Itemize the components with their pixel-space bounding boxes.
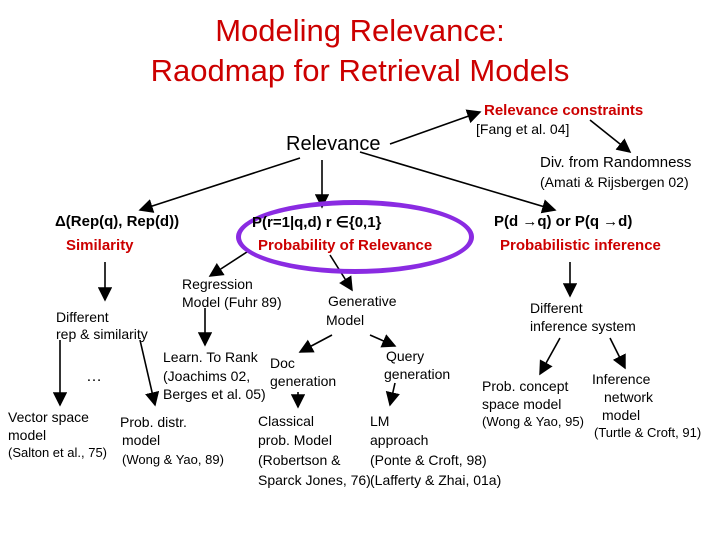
similarity-formula: Δ(Rep(q), Rep(d)) [55, 213, 180, 230]
generative-line1: Generative [328, 293, 397, 309]
arrow-probability-regression [208, 249, 251, 277]
arrow-constraints-divergence [589, 119, 632, 153]
regression-cite: (Fuhr 89) [224, 294, 282, 310]
inference-label: Probabilistic inference [500, 237, 661, 254]
probability-label: Probability of Relevance [258, 237, 433, 254]
inference-network-line1: Inference [592, 371, 651, 387]
probability-formula: P(r=1|q,d) r ∈{0,1} [252, 214, 382, 231]
vector-space-line1: Vector space [8, 409, 89, 425]
classical-line1: Classical [258, 413, 315, 429]
ellipsis: … [86, 368, 102, 385]
different-rep-line2: rep & similarity [56, 326, 148, 342]
arrow-generative-query [369, 334, 397, 348]
doc-gen-line1: Doc [270, 355, 295, 371]
title-line-2: Raodmap for Retrieval Models [150, 53, 570, 88]
prob-distr-line2: model [122, 432, 161, 448]
highlight-ellipse [236, 200, 474, 274]
different-inference-line1: Different [530, 300, 583, 316]
learn-rank-cite1: (Joachims 02, [163, 368, 251, 384]
title-line-1: Modeling Relevance: [215, 13, 505, 48]
query-gen-line2: generation [384, 366, 451, 382]
inference-network-cite: (Turtle & Croft, 91) [594, 425, 702, 440]
vector-space-cite: (Salton et al., 75) [8, 445, 107, 460]
prob-distr-line1: Prob. distr. [120, 414, 187, 430]
prob-distr-cite: (Wong & Yao, 89) [122, 452, 224, 467]
regression-line1: Regression [182, 276, 253, 292]
query-gen-line1: Query [386, 348, 425, 364]
arrow-root-constraints [389, 109, 482, 145]
arrow-query-lm [385, 382, 400, 407]
arrow-different-probdistr [139, 339, 160, 407]
divergence-cite: (Amati & Rijsbergen 02) [540, 174, 689, 190]
constraints-cite: [Fang et al. 04] [476, 121, 570, 137]
arrow-root-similarity [138, 157, 301, 213]
lm-cite1: (Ponte & Croft, 98) [370, 452, 487, 468]
lm-line2: approach [370, 432, 429, 448]
doc-gen-line2: generation [270, 373, 337, 389]
inference-network-line3: model [602, 407, 641, 423]
classical-cite2: Sparck Jones, 76) [258, 472, 371, 488]
prob-concept-line1: Prob. concept [482, 378, 569, 394]
constraints-label: Relevance constraints [484, 102, 644, 119]
arrow-root-inference [359, 151, 557, 214]
similarity-label: Similarity [66, 237, 134, 254]
regression-line2: Model [182, 294, 221, 310]
divergence-label: Div. from Randomness [540, 154, 692, 171]
learn-rank-label: Learn. To Rank [163, 349, 258, 365]
inference-formula: P(d →q) or P(q →d) [494, 213, 633, 230]
vector-space-line2: model [8, 427, 47, 443]
root-relevance: Relevance [286, 133, 381, 155]
arrow-generative-doc [298, 334, 333, 353]
inference-network-line2: network [604, 389, 654, 405]
arrow-different-concept [539, 337, 561, 376]
lm-line1: LM [370, 413, 390, 429]
prob-concept-line2: space model [482, 396, 562, 412]
lm-cite2: (Lafferty & Zhai, 01a) [370, 472, 502, 488]
generative-line2: Model [326, 312, 365, 328]
classical-cite1: (Robertson & [258, 452, 341, 468]
learn-rank-cite2: Berges et al. 05) [163, 386, 266, 402]
arrow-different-network [609, 337, 626, 370]
different-inference-line2: inference system [530, 318, 636, 334]
prob-concept-cite: (Wong & Yao, 95) [482, 414, 584, 429]
classical-line2: prob. Model [258, 432, 332, 448]
different-rep-line1: Different [56, 309, 109, 325]
